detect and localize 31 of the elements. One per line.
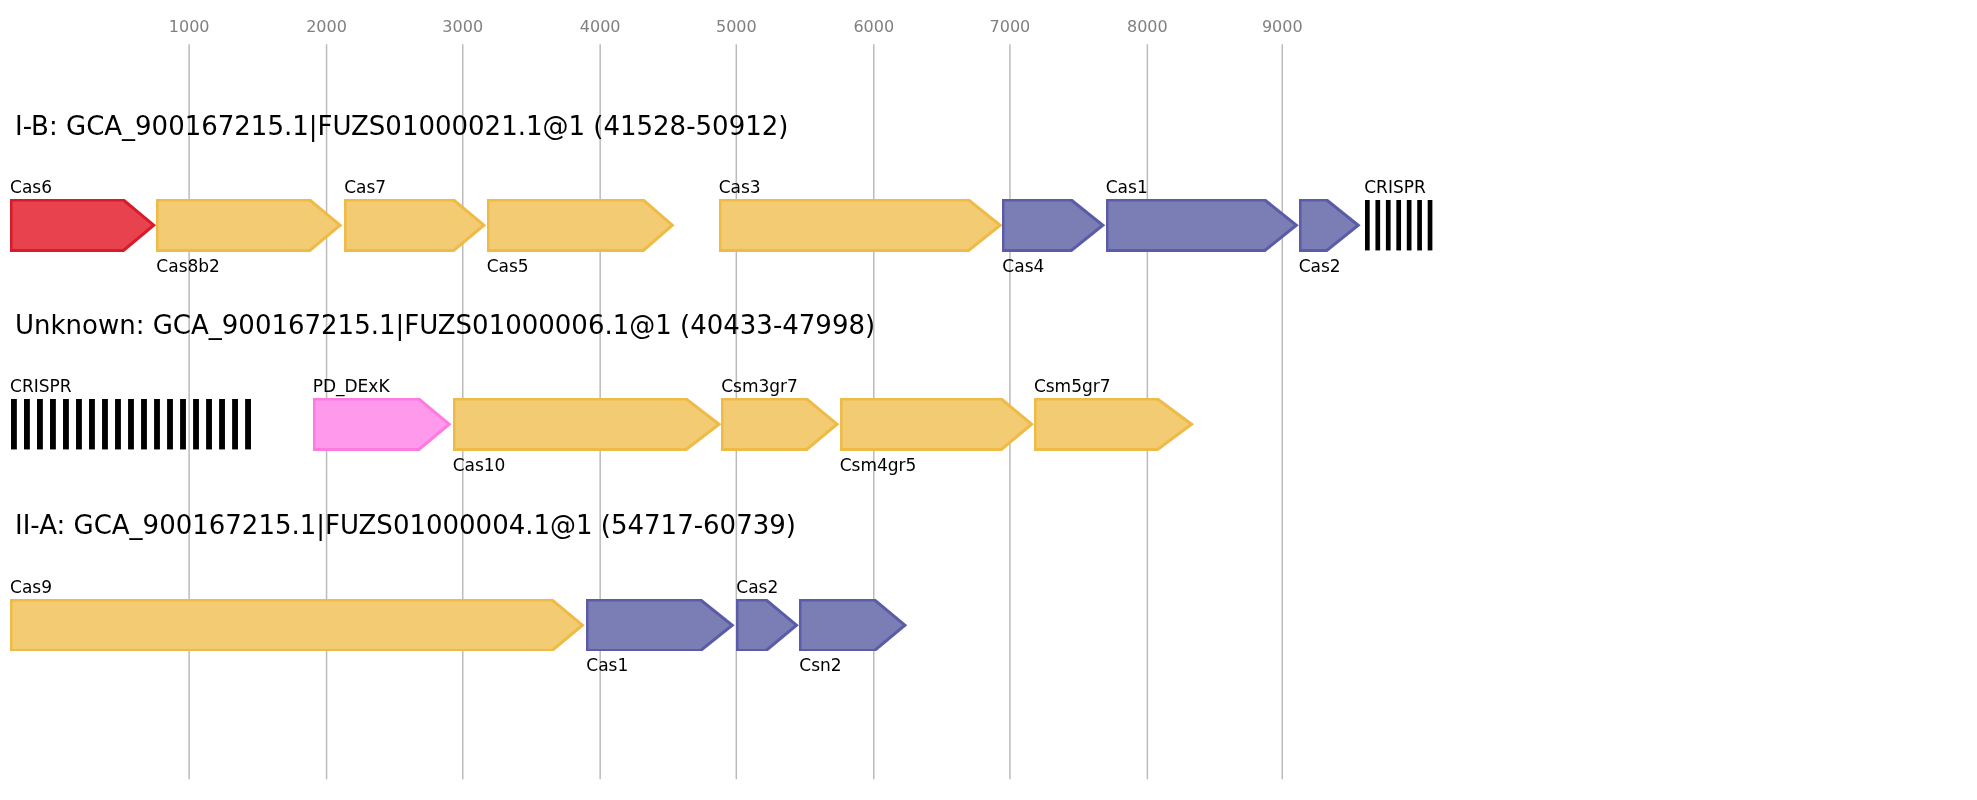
gene-label: Cas7 xyxy=(344,177,387,198)
gene-label: Cas6 xyxy=(10,177,53,198)
gene-label: Cas3 xyxy=(718,177,761,198)
locus-title: Unknown: GCA_900167215.1|FUZS01000006.1@1 (40433-47998) xyxy=(15,310,876,341)
gene-label: Csm4gr5 xyxy=(839,454,917,475)
locus-title: I-B: GCA_900167215.1|FUZS01000021.1@1 (41528-50912) xyxy=(15,111,789,142)
axis-tick-label: 1000 xyxy=(168,17,210,36)
gene-label: Cas1 xyxy=(586,655,629,676)
axis-tick-label: 4000 xyxy=(579,17,621,36)
gene-label: Cas9 xyxy=(10,576,53,597)
gene-label: Cas2 xyxy=(1298,255,1341,276)
axis-tick-label: 8000 xyxy=(1127,17,1168,36)
gene-label: Csm5gr7 xyxy=(1033,376,1111,397)
axis-tick-label: 3000 xyxy=(442,17,484,36)
gene-label: Cas2 xyxy=(736,576,779,597)
gene-label: Csn2 xyxy=(799,655,842,676)
gene-label: PD_DExK xyxy=(312,376,390,397)
gene-label: Cas10 xyxy=(452,454,506,475)
axis-tick-label: 7000 xyxy=(989,17,1031,36)
gene-label: Cas4 xyxy=(1002,255,1045,276)
gene-label: Cas5 xyxy=(486,255,529,276)
axis-tick-label: 5000 xyxy=(715,17,757,36)
gene-label: Cas1 xyxy=(1105,177,1148,198)
axis-tick-label: 6000 xyxy=(853,17,895,36)
gene-label: Csm3gr7 xyxy=(721,376,798,397)
axis-tick-label: 2000 xyxy=(306,17,347,36)
gene-label: CRISPR xyxy=(1364,177,1426,198)
gene-label: CRISPR xyxy=(10,376,72,397)
gene-label: Cas8b2 xyxy=(156,255,220,276)
locus-title: II-A: GCA_900167215.1|FUZS01000004.1@1 (54717-60739) xyxy=(15,509,796,540)
axis-tick-label: 9000 xyxy=(1261,17,1303,36)
